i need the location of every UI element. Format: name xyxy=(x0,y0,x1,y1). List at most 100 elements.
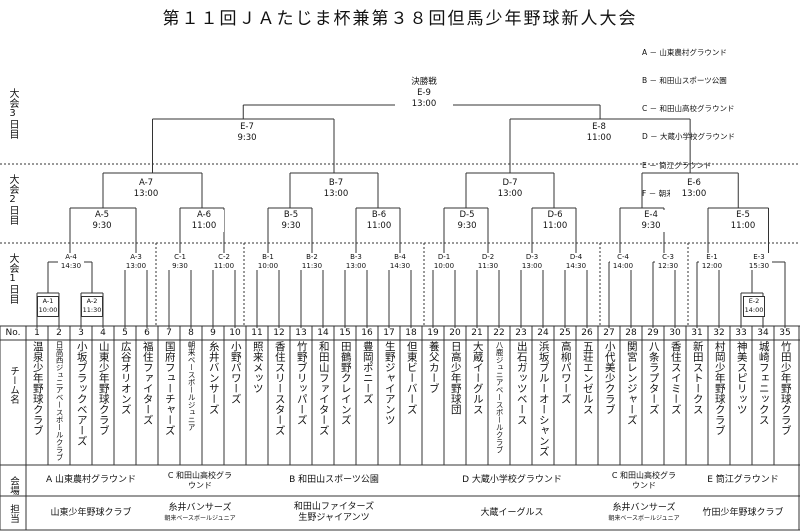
team-number: 19 xyxy=(427,328,439,338)
match-time: 12:00 xyxy=(701,261,723,270)
team-number: 30 xyxy=(669,328,681,338)
team-number: 4 xyxy=(100,328,106,338)
match-code: B-4 xyxy=(394,253,406,261)
team-name: 朝来ベースボールジュニア xyxy=(187,341,197,431)
match-time: 9:30 xyxy=(92,221,112,231)
team-number: 29 xyxy=(647,328,659,338)
team-cell: 小代美少クラブ xyxy=(598,341,620,465)
match-time: 13:00 xyxy=(133,189,159,199)
match-code: B-7 xyxy=(328,178,344,188)
host-cell: 和田山ファイターズ生野ジャイアンツ xyxy=(244,497,424,529)
team-number: 23 xyxy=(515,328,527,338)
host-cell: 大蔵イーグルス xyxy=(424,497,600,529)
venue-cell: C 和田山高校グラウンド xyxy=(600,466,688,495)
team-number: 24 xyxy=(537,328,549,338)
team-name: 竹田少年野球クラブ xyxy=(779,341,792,436)
team-number: 22 xyxy=(493,328,505,338)
day2-label: 大会2日目 xyxy=(7,174,18,225)
team-name: 温泉少年野球クラブ xyxy=(31,341,44,436)
team-number: 10 xyxy=(229,328,241,338)
host-text: 生野ジャイアンツ xyxy=(298,513,370,523)
team-number: 8 xyxy=(188,328,194,338)
match-time: 10:00 xyxy=(38,306,58,314)
no-header: No. xyxy=(5,328,21,338)
team-cell: 村岡少年野球クラブ xyxy=(708,341,730,465)
team-cell: 照来メッツ xyxy=(246,341,268,465)
team-name: 浜坂ブルーオーシャンズ xyxy=(537,341,550,457)
match-time: 14:00 xyxy=(744,306,764,314)
match-code: D-1 xyxy=(437,253,451,261)
team-name: 小坂ブラックベアーズ xyxy=(75,341,88,446)
host-text: 糸井バンサーズ xyxy=(168,503,232,513)
team-name: 日高西ジュニアベースボールクラブ xyxy=(55,341,65,461)
team-name-label: チーム名 xyxy=(8,366,19,404)
team-number: 27 xyxy=(603,328,615,338)
match-time: 13:00 xyxy=(521,261,543,270)
team-number: 25 xyxy=(559,328,571,338)
team-cell: 豊岡ポニーズ xyxy=(356,341,378,465)
match-time: 9:30 xyxy=(641,221,661,231)
team-name: 広谷オリオンズ xyxy=(119,341,132,415)
host-text: 朝来ベースボールジュニア xyxy=(164,515,236,522)
final-time: 13:00 xyxy=(411,99,437,109)
match-time: 11:30 xyxy=(301,261,323,270)
team-cell: 但東ビーバーズ xyxy=(400,341,422,465)
venue-text: A 山東農村グラウンド xyxy=(45,475,137,485)
host-text: 朝来ベースボールジュニア xyxy=(608,515,680,522)
team-cell: 朝来ベースボールジュニア xyxy=(180,341,202,465)
final-code: E-9 xyxy=(417,88,431,98)
match-code: C-3 xyxy=(662,253,674,261)
team-cell: 八鹿ジュニアベースボールクラブ xyxy=(488,341,510,465)
final-match: 決勝戦 E-9 13:00 xyxy=(395,77,453,110)
day3-label: 大会3日目 xyxy=(7,88,18,139)
team-name: 但東ビーバーズ xyxy=(405,341,418,415)
match-time: 14:00 xyxy=(612,261,634,270)
team-name: 城崎フェニックス xyxy=(757,341,770,425)
match-code: A-6 xyxy=(196,210,212,220)
team-name: 糸井バンサーズ xyxy=(207,341,220,415)
team-number: 17 xyxy=(383,328,395,338)
match-time: 9:30 xyxy=(237,133,257,143)
team-cell: 生野ジャイアンツ xyxy=(378,341,400,465)
match-code: D-3 xyxy=(525,253,539,261)
team-cell: 浜坂ブルーオーシャンズ xyxy=(532,341,554,465)
venue-text: C 和田山高校グラウンド xyxy=(167,470,233,490)
match-code: A-5 xyxy=(94,210,110,220)
team-cell: 国府フューチャーズ xyxy=(158,341,180,465)
team-name: 小代美少クラブ xyxy=(603,341,616,415)
final-label: 決勝戦 xyxy=(411,77,437,87)
match-time: 14:30 xyxy=(389,261,411,270)
team-name: 生野ジャイアンツ xyxy=(383,341,396,425)
match-code: E-7 xyxy=(240,122,254,132)
team-number: 18 xyxy=(405,328,417,338)
semi-match: E-8 11:00 xyxy=(573,122,625,144)
host-text: 山東少年野球クラブ xyxy=(50,507,132,518)
team-name: 養父カーブ xyxy=(427,341,440,394)
host-cell: 糸井バンサーズ朝来ベースボールジュニア xyxy=(600,497,688,529)
team-name: 和田山ファイターズ xyxy=(317,341,330,436)
team-cell: 養父カーブ xyxy=(422,341,444,465)
team-number: 34 xyxy=(757,328,769,338)
quarter-match: B-7 13:00 xyxy=(312,178,360,200)
match-code: A-3 xyxy=(130,253,142,261)
team-name: 福住ファイターズ xyxy=(141,341,154,425)
match-code: B-2 xyxy=(306,253,318,261)
host-text: 大蔵イーグルス xyxy=(480,507,544,518)
team-name: 神美スピリッツ xyxy=(735,341,748,415)
team-name: 小野パワーズ xyxy=(229,341,242,404)
team-name: 香住スイミーズ xyxy=(669,341,682,415)
team-number: 12 xyxy=(273,328,285,338)
legend-item: D － 大蔵小学校グラウンド xyxy=(642,132,736,142)
match-code: E-4 xyxy=(644,210,658,220)
match-code: B-1 xyxy=(262,253,274,261)
